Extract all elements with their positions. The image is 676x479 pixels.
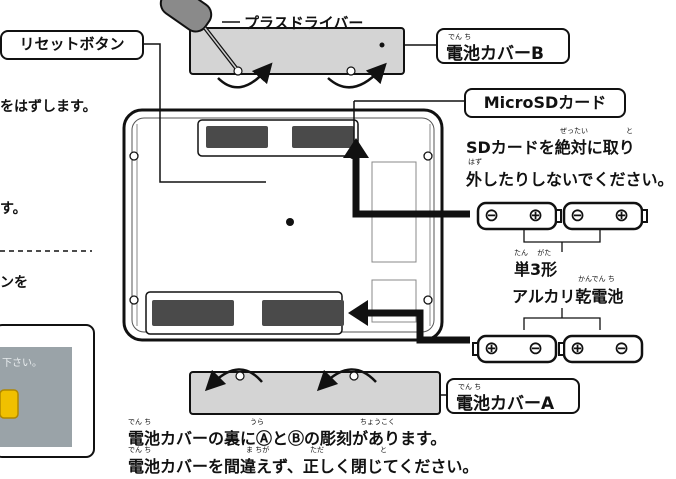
reset-button-callout: リセットボタン: [0, 30, 144, 60]
cover-b-callout: でん ち 電池カバーB: [436, 28, 570, 64]
cover-b-label: 電池カバーB: [446, 44, 544, 64]
ruby-hazu: はず: [468, 158, 482, 166]
unscrew-arrows-bottom: [204, 368, 377, 392]
plus-icon: ⊕: [484, 338, 500, 359]
cover-b-plate: [189, 27, 405, 76]
screen-preview-panel: [0, 324, 95, 458]
cover-a-plate: [189, 371, 441, 415]
left-fragment-1: をはずします。: [0, 99, 97, 115]
left-fragment-3: ンを: [0, 275, 28, 291]
insert-arrow-top: [343, 138, 470, 218]
ruby-to: と: [626, 127, 633, 135]
device-body: [122, 108, 444, 342]
ruby-den-chi: でん ち: [128, 446, 152, 454]
battery-type-line2: アルカリ乾電池: [512, 287, 624, 306]
battery-top-2: [562, 201, 648, 231]
ruby-den-chi: でん ち: [128, 418, 152, 426]
insert-arrow-bottom: [348, 300, 470, 344]
battery-type-line1: 単3形: [514, 260, 558, 279]
battery-bottom-1: [472, 334, 558, 364]
minus-icon: ⊖: [614, 338, 630, 359]
sd-warning-line2: 外したりしないでください。: [466, 170, 674, 189]
ruby-ura: うら: [250, 418, 264, 426]
bottom-note-line2: 電池カバーを間違えず、正しく閉じてください。: [128, 457, 479, 476]
battery-bottom-2: [558, 334, 644, 364]
cover-a-label: 電池カバーA: [456, 394, 555, 414]
battery-top-1: [476, 201, 562, 231]
ruby-kanden-chi: かんでん ち: [578, 275, 615, 283]
ruby-to2: と: [380, 446, 387, 454]
minus-icon: ⊖: [570, 205, 586, 226]
ruby-choukoku: ちょうこく: [360, 418, 395, 426]
bottom-note-line1: 電池カバーの裏にⒶとⒷの彫刻があります。: [128, 429, 447, 448]
cover-a-callout: でん ち 電池カバーA: [446, 378, 580, 414]
ruby-zettai: ぜったい: [560, 127, 588, 135]
microsd-callout: MicroSDカード: [464, 88, 626, 118]
battery-compartment-a: [145, 291, 344, 335]
ruby-den-chi: でん ち: [448, 33, 472, 41]
battery-compartment-b: [197, 119, 359, 157]
plus-icon: ⊕: [570, 338, 586, 359]
ruby-tan-gata: たん がた: [514, 249, 552, 257]
screwdriver-drawing: [159, 0, 240, 70]
ruby-tada: ただ: [310, 446, 324, 454]
plus-icon: ⊕: [614, 205, 630, 226]
minus-icon: ⊖: [484, 205, 500, 226]
sd-warning-line1: SDカードを絶対に取り: [466, 138, 635, 157]
ruby-den-chi: でん ち: [458, 383, 482, 391]
screwdriver-label: プラスドライバー: [244, 14, 364, 32]
minus-icon: ⊖: [528, 338, 544, 359]
screen-hint-text: 下さい。: [2, 358, 42, 369]
left-fragment-2: す。: [0, 201, 27, 217]
ruby-machiga: ま ちが: [246, 446, 270, 454]
reset-hole: [286, 218, 294, 226]
unscrew-arrows-top: [217, 62, 387, 89]
reset-leader-line: [143, 43, 266, 183]
plus-icon: ⊕: [528, 205, 544, 226]
